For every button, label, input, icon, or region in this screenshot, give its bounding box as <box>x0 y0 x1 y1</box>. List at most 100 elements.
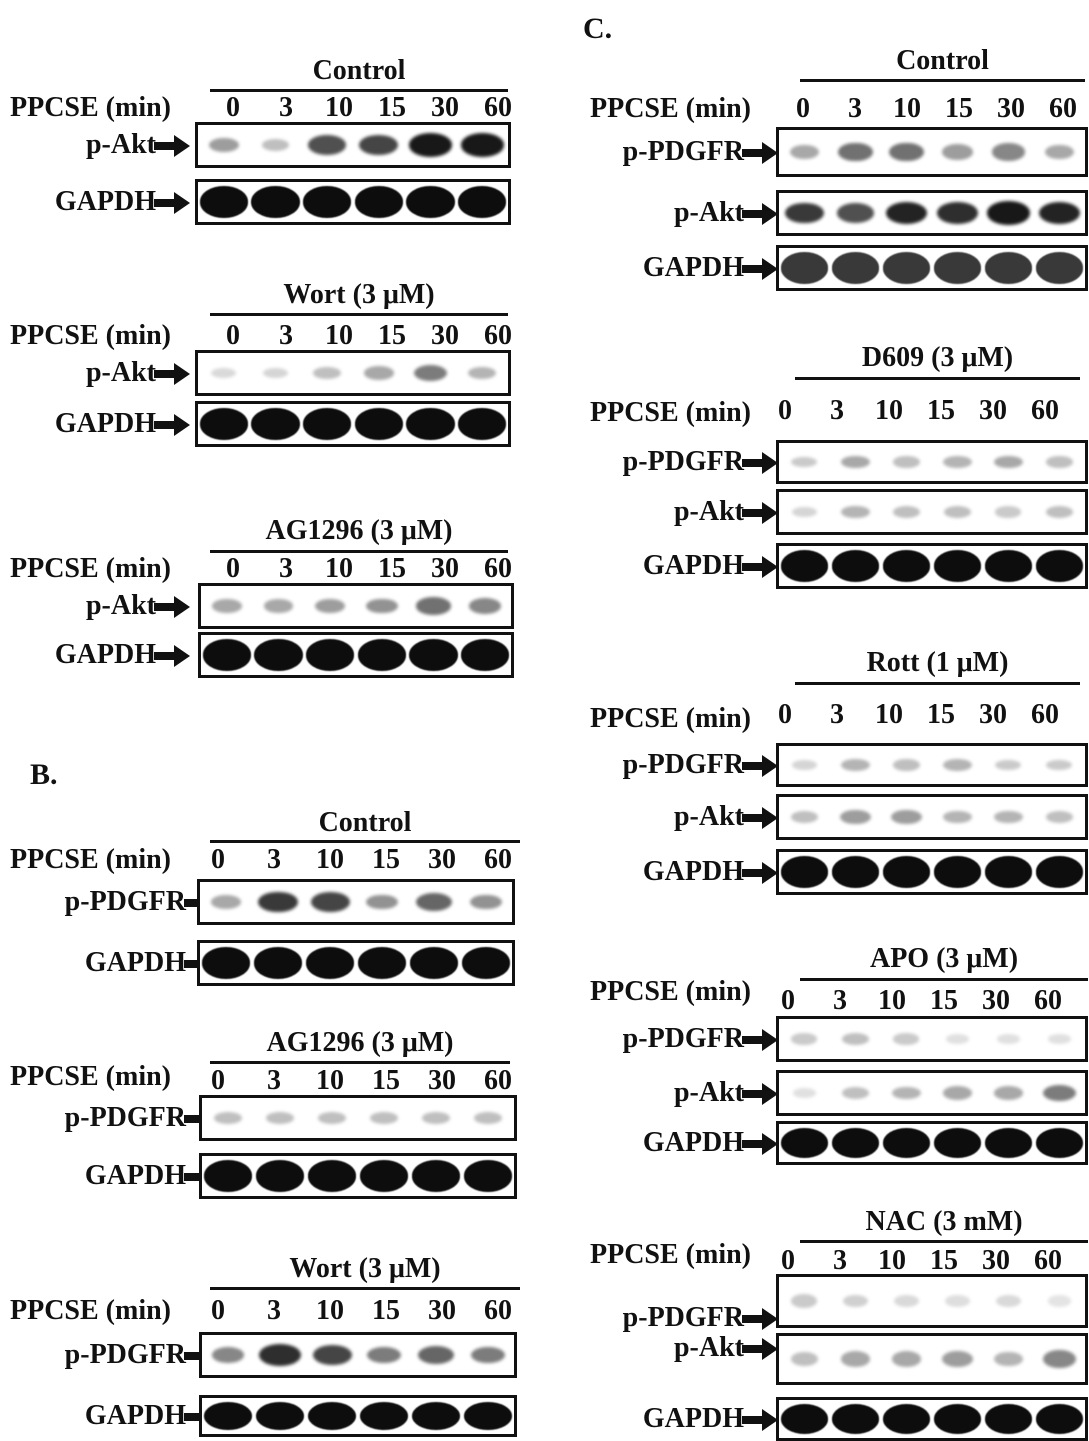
c-d609-ppdgfr-blot <box>776 440 1088 484</box>
c-apo-gapdh-row-label: GAPDH <box>642 1127 744 1158</box>
band <box>354 408 404 440</box>
band <box>792 506 817 518</box>
b-ag1296-lane-label: 60 <box>484 1065 512 1096</box>
band <box>359 1401 409 1431</box>
b-ag1296-lane-label: 3 <box>267 1065 281 1096</box>
b-control-title-underline <box>210 840 520 843</box>
b-ag1296-ppdgfr-row-label: p-PDGFR <box>64 1102 186 1133</box>
band <box>994 810 1023 824</box>
a-control-gapdh-row-label: GAPDH <box>54 186 156 217</box>
b-ag1296-lane-label: 0 <box>211 1065 225 1096</box>
b-wort-gapdh-blot <box>199 1395 517 1437</box>
b-control-gapdh-row-label: GAPDH <box>84 947 186 978</box>
b-control-ppdgfr-row-label: p-PDGFR <box>64 886 186 917</box>
c-control-pakt-blot <box>776 190 1088 236</box>
band <box>305 947 355 979</box>
band <box>359 1160 409 1192</box>
band <box>984 1128 1033 1158</box>
c-d609-ppdgfr-arrow-icon <box>742 452 778 474</box>
a-wort-gapdh-row-label: GAPDH <box>54 408 156 439</box>
b-ag1296-ppcse-label: PPCSE (min) <box>10 1061 171 1092</box>
a-control-pakt-row-label: p-Akt <box>85 129 156 160</box>
band <box>841 505 870 519</box>
c-apo-pakt-blot <box>776 1070 1088 1116</box>
band <box>262 367 289 379</box>
band <box>933 252 982 284</box>
b-ag1296-lane-label: 30 <box>428 1065 456 1096</box>
b-ag1296-gapdh-row-label: GAPDH <box>84 1160 186 1191</box>
band <box>203 1401 253 1431</box>
band <box>893 1033 920 1045</box>
band <box>467 366 497 380</box>
c-d609-pakt-blot <box>776 489 1088 535</box>
c-d609-condition-title: D609 (3 μM) <box>861 342 1014 373</box>
band <box>984 1404 1033 1434</box>
c-nac-gapdh-arrow-icon <box>742 1409 778 1431</box>
c-nac-ppdgfr-row-label: p-PDGFR <box>622 1302 744 1333</box>
c-nac-pakt-arrow-icon <box>742 1338 778 1360</box>
c-apo-lane-label: 15 <box>930 985 958 1016</box>
band <box>357 947 407 979</box>
band <box>889 142 924 162</box>
b-control-lane-label: 3 <box>267 844 281 875</box>
panel-b-label: B. <box>30 758 58 791</box>
band <box>308 135 346 155</box>
c-control-lane-label: 30 <box>997 93 1025 124</box>
band <box>993 455 1024 469</box>
c-nac-pakt-blot <box>776 1333 1088 1385</box>
band <box>790 811 818 823</box>
band <box>942 144 973 160</box>
a-control-lane-label: 15 <box>378 92 406 123</box>
c-d609-title-underline <box>795 377 1080 380</box>
band <box>996 1294 1021 1307</box>
band <box>474 1112 502 1124</box>
c-apo-lane-label: 3 <box>833 985 847 1016</box>
b-control-lane-label: 15 <box>372 844 400 875</box>
a-control-lane-label: 30 <box>431 92 459 123</box>
c-d609-lane-label: 30 <box>979 395 1007 426</box>
band <box>789 144 820 160</box>
b-wort-ppcse-label: PPCSE (min) <box>10 1295 171 1326</box>
c-control-pakt-row-label: p-Akt <box>673 197 744 228</box>
band <box>780 1128 829 1158</box>
c-control-condition-title: Control <box>896 45 989 76</box>
band <box>984 252 1033 284</box>
a-ag1296-pakt-arrow-icon <box>154 596 190 618</box>
band <box>784 202 825 224</box>
c-rott-lane-label: 10 <box>875 699 903 730</box>
c-nac-title-underline <box>800 1240 1088 1243</box>
b-control-condition-title: Control <box>318 807 412 838</box>
a-ag1296-lane-label: 30 <box>431 553 459 584</box>
b-control-lane-label: 30 <box>428 844 456 875</box>
band <box>203 1160 253 1192</box>
b-ag1296-lane-label: 10 <box>316 1065 344 1096</box>
c-nac-ppdgfr-blot <box>776 1274 1088 1328</box>
c-control-pakt-arrow-icon <box>742 203 778 225</box>
band <box>943 506 971 518</box>
band <box>984 856 1033 888</box>
band <box>995 506 1022 518</box>
band <box>313 367 341 379</box>
b-wort-lane-label: 15 <box>372 1295 400 1326</box>
band <box>318 1112 346 1124</box>
c-nac-condition-title: NAC (3 mM) <box>865 1206 1023 1237</box>
c-control-lane-label: 10 <box>893 93 921 124</box>
band <box>406 408 455 440</box>
c-nac-lane-label: 3 <box>833 1245 847 1276</box>
c-apo-title-underline <box>800 978 1088 981</box>
c-apo-lane-label: 10 <box>878 985 906 1016</box>
c-rott-gapdh-blot <box>776 849 1088 895</box>
c-d609-ppdgfr-row-label: p-PDGFR <box>622 446 744 477</box>
band <box>831 1128 880 1158</box>
a-wort-gapdh-arrow-icon <box>154 414 190 436</box>
c-apo-gapdh-arrow-icon <box>742 1133 778 1155</box>
c-nac-lane-label: 30 <box>982 1245 1010 1276</box>
c-d609-pakt-row-label: p-Akt <box>673 496 744 527</box>
band <box>409 639 458 671</box>
c-rott-pakt-arrow-icon <box>742 807 778 829</box>
band <box>307 1401 357 1431</box>
band <box>842 1294 869 1308</box>
band <box>307 1160 357 1192</box>
band <box>882 1404 931 1434</box>
band <box>416 893 452 911</box>
